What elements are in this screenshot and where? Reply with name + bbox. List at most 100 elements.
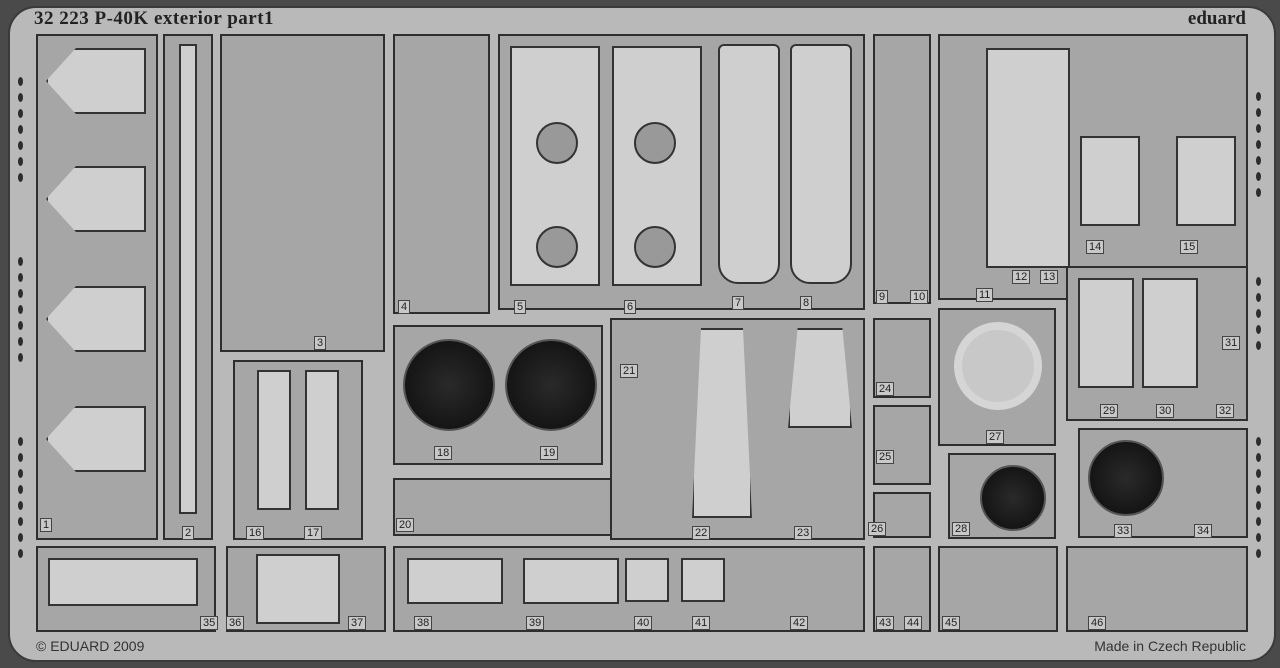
- edge-marks-right-bottom: [1256, 430, 1262, 565]
- part-number: 1: [40, 518, 53, 532]
- sheet-title: 32 223 P-40K exterior part1: [34, 8, 275, 29]
- part-number: 15: [1180, 240, 1199, 254]
- part-number: 10: [910, 290, 929, 304]
- part-shape: [1142, 278, 1198, 388]
- part-number: 5: [514, 300, 527, 314]
- part-shape: [718, 44, 780, 284]
- part-number: 31: [1222, 336, 1241, 350]
- copyright-text: © EDUARD 2009: [36, 638, 145, 654]
- part-shape: [612, 46, 702, 286]
- part-shape: [625, 558, 669, 602]
- edge-marks-right-top: [1256, 85, 1262, 204]
- part-shape: [179, 44, 197, 514]
- part-number: 39: [526, 616, 545, 630]
- edge-marks-left-mid: [18, 250, 24, 369]
- part-number: 17: [304, 526, 323, 540]
- part-shape: [788, 328, 852, 428]
- part-number: 33: [1114, 524, 1133, 538]
- part-shape: [1078, 278, 1134, 388]
- part-number: 43: [876, 616, 895, 630]
- part-number: 8: [800, 296, 813, 310]
- part-shape: [1080, 136, 1140, 226]
- part-number: 4: [398, 300, 411, 314]
- panel-parts-9-10: [873, 34, 931, 304]
- part-number: 41: [692, 616, 711, 630]
- part-number: 18: [434, 446, 453, 460]
- part-shape: [523, 558, 619, 604]
- panel-part-1: [36, 34, 158, 540]
- edge-marks-left-top: [18, 70, 24, 189]
- panel-part-27: [938, 308, 1056, 446]
- part-number: 29: [1100, 404, 1119, 418]
- panel-part-45: [938, 546, 1058, 632]
- panel-part-25: [873, 405, 931, 485]
- part-number: 3: [314, 336, 327, 350]
- part-shape: [1176, 136, 1236, 226]
- mesh-disc: [980, 465, 1046, 531]
- part-shape: [46, 286, 146, 352]
- part-hole: [536, 226, 578, 268]
- part-number: 28: [952, 522, 971, 536]
- panel-parts-38-42: [393, 546, 865, 632]
- part-number: 21: [620, 364, 639, 378]
- part-number: 27: [986, 430, 1005, 444]
- part-shape: [790, 44, 852, 284]
- part-number: 16: [246, 526, 265, 540]
- part-shape: [48, 558, 198, 606]
- part-number: 7: [732, 296, 745, 310]
- part-number: 13: [1040, 270, 1059, 284]
- part-shape: [257, 370, 291, 510]
- part-hole: [536, 122, 578, 164]
- part-number: 37: [348, 616, 367, 630]
- panel-part-3: [220, 34, 385, 352]
- panel-parts-11-15: [938, 34, 1248, 300]
- part-number: 44: [904, 616, 923, 630]
- part-number: 2: [182, 526, 195, 540]
- part-shape: [256, 554, 340, 624]
- origin-text: Made in Czech Republic: [1094, 638, 1246, 654]
- part-number: 12: [1012, 270, 1031, 284]
- part-number: 38: [414, 616, 433, 630]
- part-shape: [681, 558, 725, 602]
- part-shape: [46, 406, 146, 472]
- part-shape: [46, 48, 146, 114]
- panel-part-2: [163, 34, 213, 540]
- part-number: 14: [1086, 240, 1105, 254]
- part-number: 20: [396, 518, 415, 532]
- panel-part-28: [948, 453, 1056, 539]
- panel-part-35: [36, 546, 216, 632]
- part-number: 40: [634, 616, 653, 630]
- ring-part: [954, 322, 1042, 410]
- brand-logo: eduard: [1187, 8, 1246, 29]
- part-number: 35: [200, 616, 219, 630]
- mesh-disc: [1088, 440, 1164, 516]
- part-number: 19: [540, 446, 559, 460]
- part-hole: [634, 226, 676, 268]
- edge-marks-right-mid: [1256, 270, 1262, 357]
- part-number: 26: [868, 522, 887, 536]
- part-number: 36: [226, 616, 245, 630]
- part-shape: [692, 328, 752, 518]
- mesh-disc: [505, 339, 597, 431]
- part-number: 45: [942, 616, 961, 630]
- panel-parts-16-17: [233, 360, 363, 540]
- part-shape: [986, 48, 1070, 268]
- part-shape: [305, 370, 339, 510]
- part-number: 6: [624, 300, 637, 314]
- part-number: 32: [1216, 404, 1235, 418]
- part-hole: [634, 122, 676, 164]
- part-number: 25: [876, 450, 895, 464]
- panel-parts-18-19: [393, 325, 603, 465]
- part-shape: [407, 558, 503, 604]
- panel-parts-29-32: [1066, 266, 1248, 421]
- part-number: 46: [1088, 616, 1107, 630]
- panel-parts-33-34: [1078, 428, 1248, 538]
- panel-parts-21-23: [610, 318, 865, 540]
- part-number: 22: [692, 526, 711, 540]
- part-number: 30: [1156, 404, 1175, 418]
- panel-part-4: [393, 34, 490, 314]
- edge-marks-left-bottom: [18, 430, 24, 565]
- panel-part-20: [393, 478, 620, 536]
- part-number: 42: [790, 616, 809, 630]
